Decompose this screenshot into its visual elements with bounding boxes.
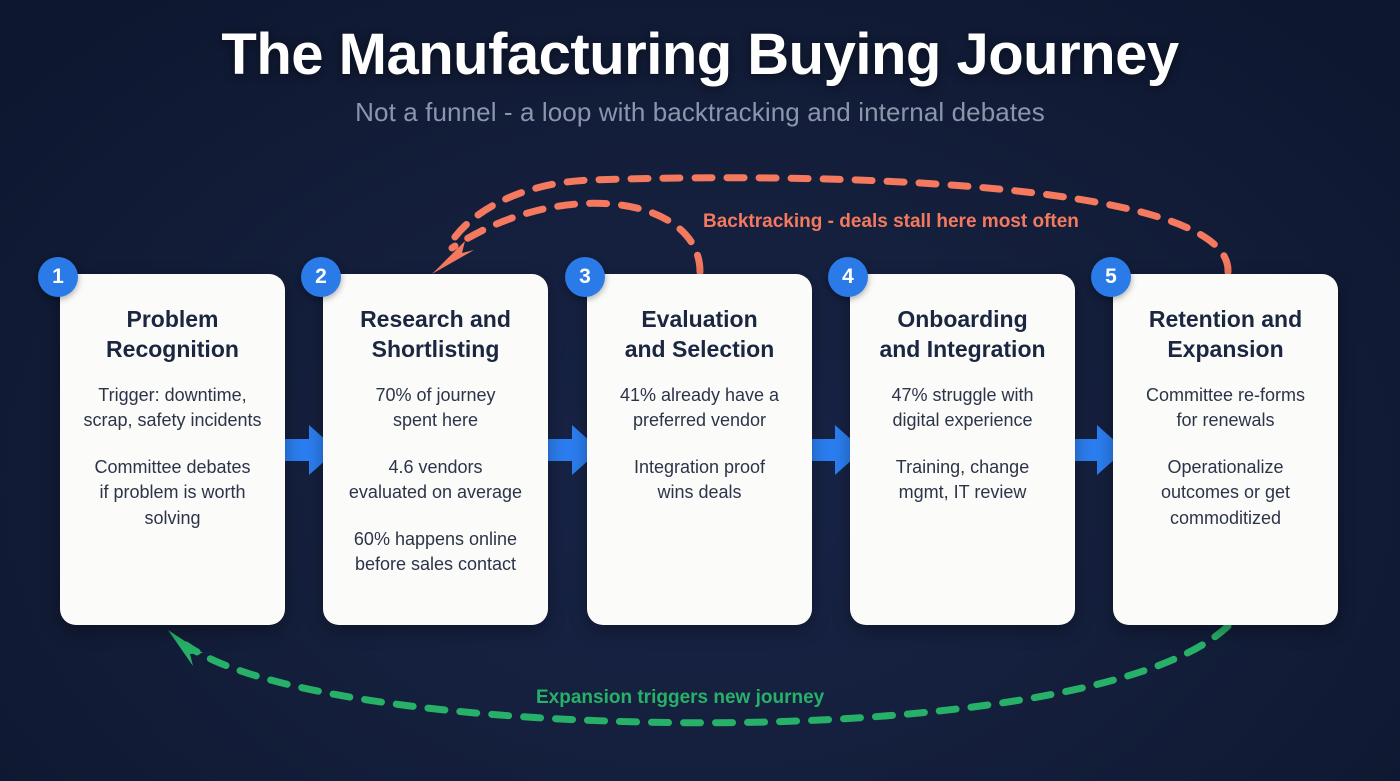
expansion-arrowhead: [168, 630, 203, 666]
stage-stats-1: Trigger: downtime,scrap, safety incident…: [74, 383, 271, 532]
stage-title-4-line1: Onboarding: [897, 306, 1028, 332]
stage-title-5-line1: Retention and: [1148, 306, 1303, 332]
stage-title-3: Evaluation and Selection: [601, 304, 798, 365]
stage-badge-2: 2: [301, 257, 341, 297]
stat-item: Trigger: downtime,scrap, safety incident…: [83, 384, 262, 431]
backtrack-arrowhead: [432, 241, 474, 274]
stage-card-1[interactable]: 1 Problem Recognition Trigger: downtime,…: [38, 257, 285, 625]
stage-title-5-line2: Expansion: [1167, 336, 1284, 363]
page-title: The Manufacturing Buying Journey: [221, 22, 1179, 87]
stage-title-1-line1: Problem: [126, 306, 219, 332]
stage-title-1: Problem Recognition: [74, 304, 271, 365]
stage-card-2[interactable]: 2 Research and Shortlisting 70% of journ…: [301, 257, 548, 625]
page-subtitle: Not a funnel - a loop with backtracking …: [355, 97, 1045, 128]
stage-title-4: Onboarding and Integration: [864, 304, 1061, 365]
stage-title-2: Research and Shortlisting: [337, 304, 534, 365]
stage-title-4-line2: and Integration: [879, 336, 1046, 363]
stage-title-2-line1: Research and: [360, 306, 511, 332]
stage-badge-1: 1: [38, 257, 78, 297]
stage-title-5: Retention and Expansion: [1127, 304, 1324, 365]
expansion-label: Expansion triggers new journey: [536, 687, 825, 708]
step-arrow-4-to-5: [1069, 425, 1125, 475]
backtracking-label: Backtracking - deals stall here most oft…: [703, 211, 1079, 232]
step-arrow-3-to-4: [807, 425, 863, 475]
stage-title-2-line2: Shortlisting: [371, 336, 500, 363]
header: The Manufacturing Buying Journey Not a f…: [0, 24, 1400, 128]
stage-badge-5: 5: [1091, 257, 1131, 297]
stage-title-3-line1: Evaluation: [641, 306, 758, 332]
stage-badge-3: 3: [565, 257, 605, 297]
stage-card-5[interactable]: 5 Retention and Expansion Committee re-f…: [1091, 257, 1338, 625]
step-arrow-2-to-3: [544, 425, 600, 475]
stage-card-4[interactable]: 4 Onboarding and Integration 47% struggl…: [828, 257, 1075, 625]
stage-card-3[interactable]: 3 Evaluation and Selection 41% already h…: [565, 257, 812, 625]
stage-title-1-line2: Recognition: [106, 336, 239, 363]
stage-title-3-line2: and Selection: [624, 336, 775, 363]
stage-badge-4: 4: [828, 257, 868, 297]
